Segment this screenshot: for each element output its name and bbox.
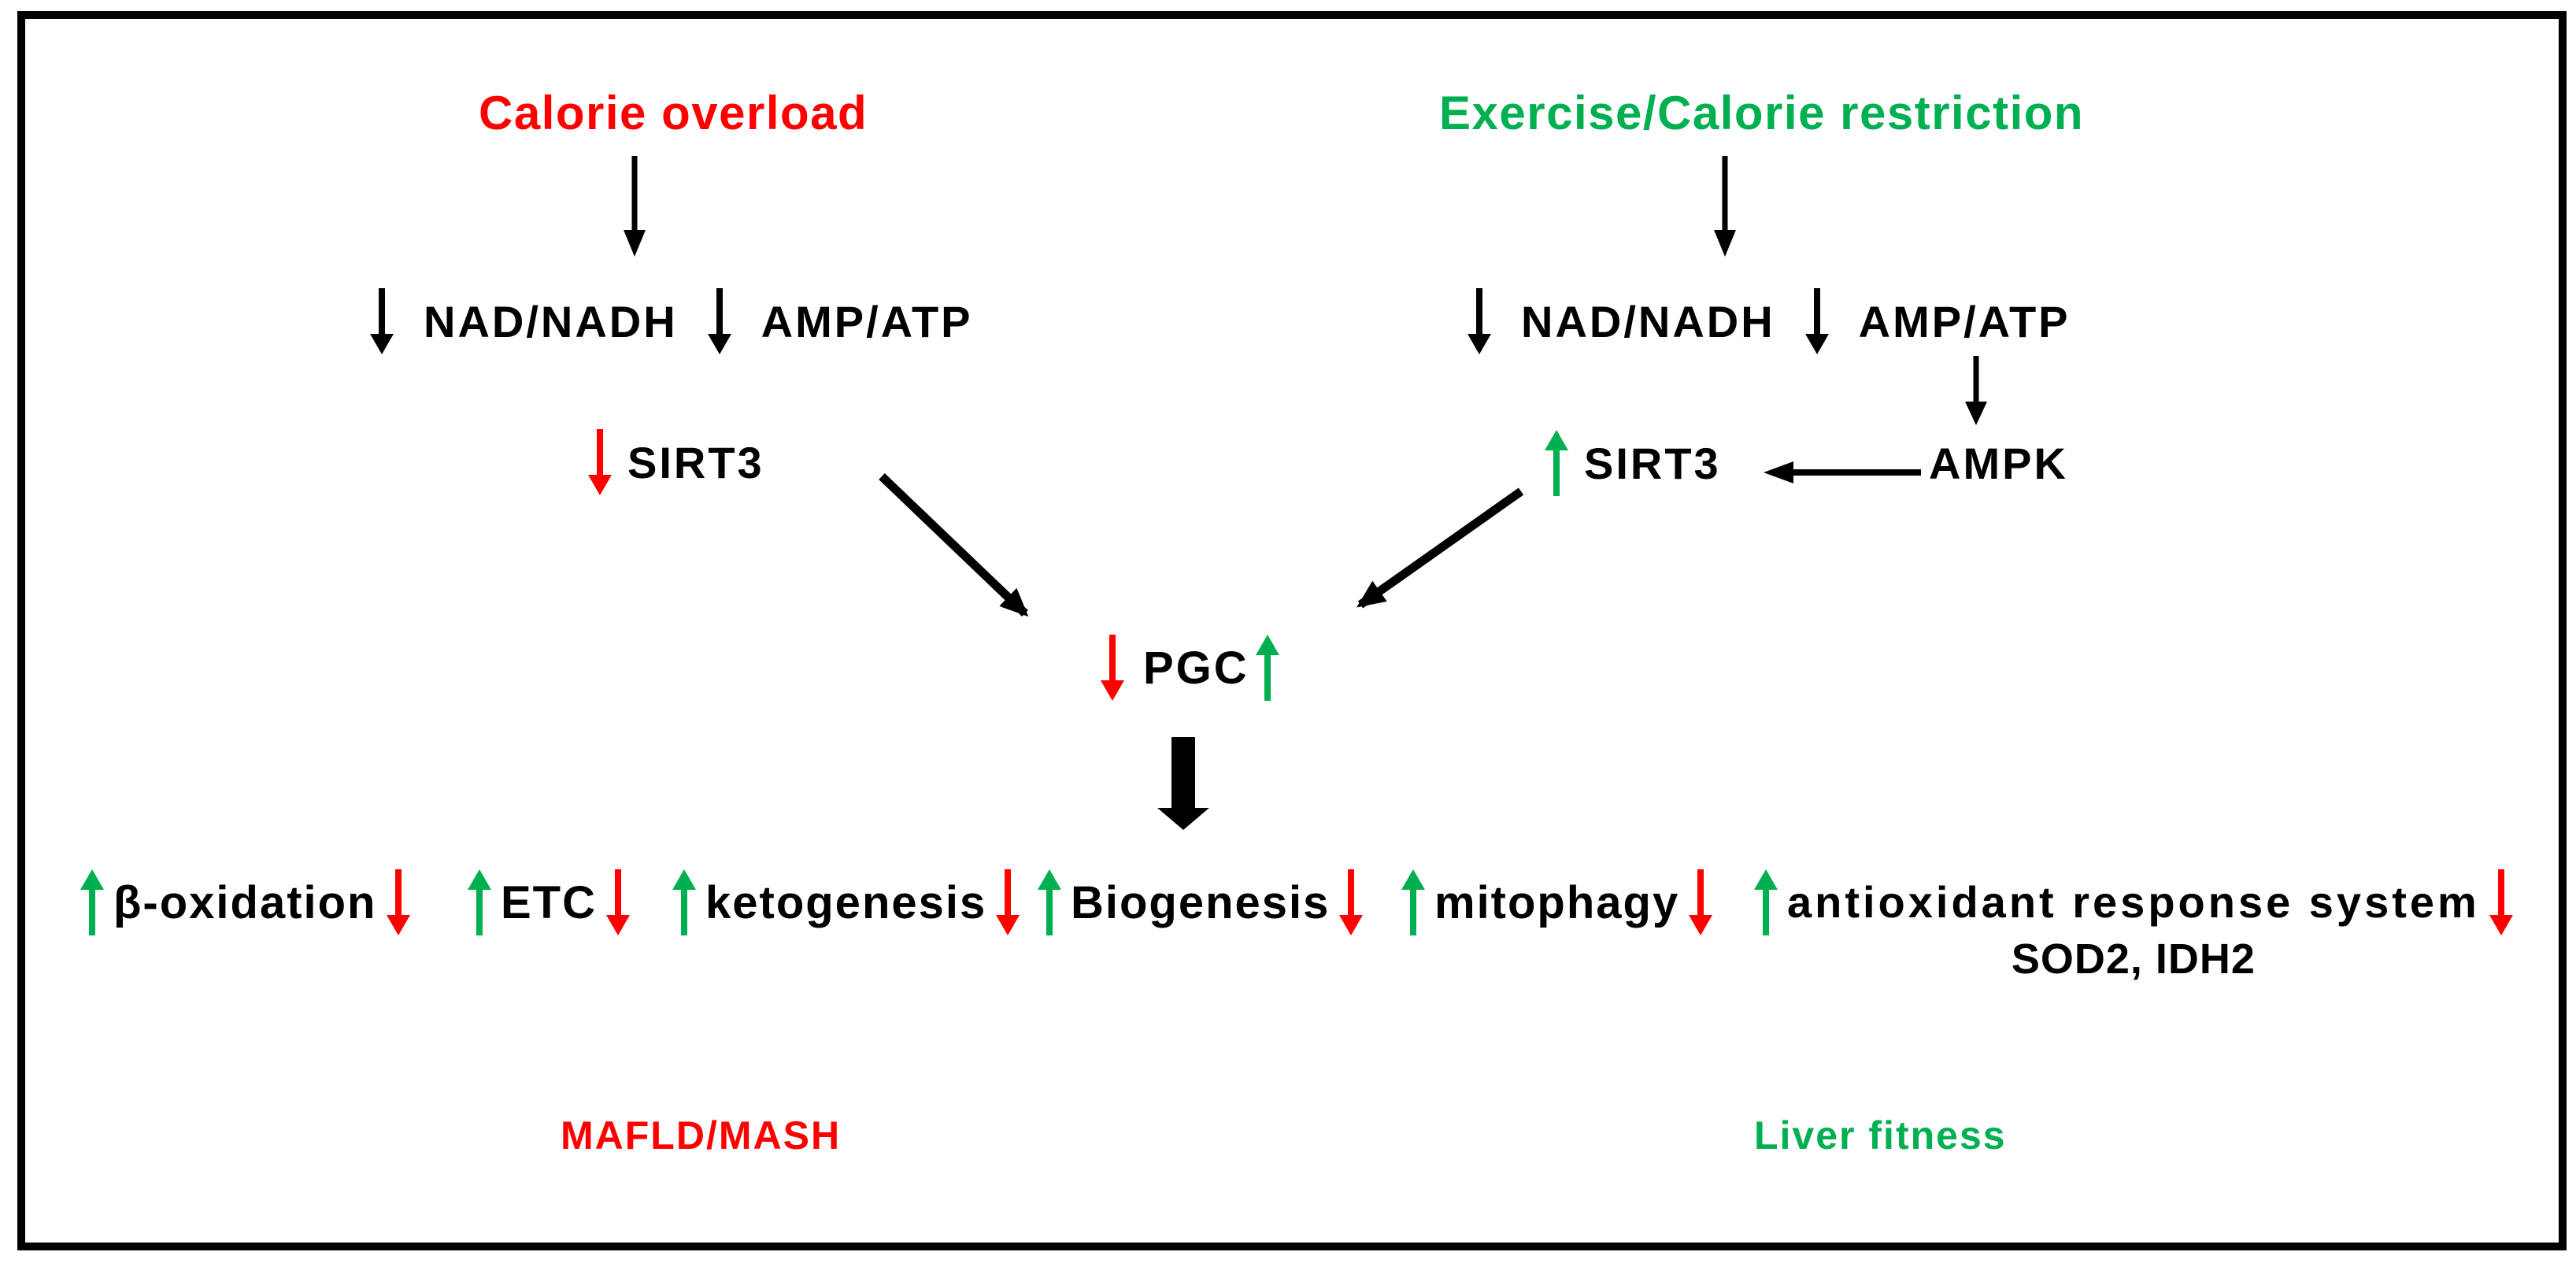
output-sublabel: SOD2, IDH2 [2011, 935, 2256, 983]
up-arrow-icon [1255, 635, 1279, 701]
down-arrow-icon [606, 869, 630, 935]
nad-ratio-label: NAD/NADH [424, 296, 678, 346]
block-down-arrow-icon [1157, 737, 1209, 830]
down-arrow-icon [588, 429, 612, 495]
up-arrow-icon [1545, 430, 1568, 496]
down-arrow-icon [1804, 288, 1829, 354]
antioxidant-label-group: antioxidant response system SOD2, IDH2 [1787, 869, 2480, 983]
up-arrow-icon [468, 869, 491, 935]
ampk-node: AMPK [1929, 439, 2068, 488]
left-header: Calorie overload [479, 87, 868, 139]
up-arrow-icon [672, 869, 696, 935]
output-label: ketogenesis [705, 876, 987, 928]
sirt3-label: SIRT3 [627, 437, 764, 487]
down-arrow-icon [1101, 635, 1124, 701]
output-label: β-oxidation [113, 876, 377, 928]
output-etc: ETC [466, 869, 631, 935]
right-outcome-label: Liver fitness [1754, 1113, 2007, 1157]
right-header: Exercise/Calorie restriction [1439, 87, 2085, 139]
output-beta-oxidation: β-oxidation [79, 869, 412, 935]
down-arrow-icon [2489, 869, 2513, 935]
amp-ratio-label: AMP/ATP [761, 296, 973, 346]
output-ketogenesis: ketogenesis [671, 869, 1021, 935]
right-sirt3-node: SIRT3 [1543, 430, 1721, 496]
down-arrow-icon [1468, 288, 1491, 354]
up-arrow-icon [80, 869, 104, 935]
diagonal-arrow-icon [1356, 487, 1524, 609]
up-arrow-icon [1754, 869, 1778, 935]
output-label: ETC [501, 876, 597, 928]
amp-ratio-label: AMP/ATP [1858, 296, 2071, 346]
output-label: Biogenesis [1071, 876, 1331, 928]
diagram-border [17, 11, 2567, 1250]
down-arrow-icon [1689, 869, 1713, 935]
down-arrow-icon [1965, 356, 1987, 425]
output-mitophagy: mitophagy [1400, 869, 1714, 935]
pgc-label: PGC [1143, 642, 1249, 694]
down-arrow-icon [370, 288, 394, 354]
left-arrow-icon [1764, 461, 1921, 483]
pgc-node: PGC [1099, 635, 1281, 701]
down-arrow-icon [1714, 156, 1736, 257]
left-outcome-label: MAFLD/MASH [561, 1113, 842, 1157]
down-arrow-icon [624, 156, 646, 257]
left-sirt3-node: SIRT3 [587, 429, 764, 495]
output-biogenesis: Biogenesis [1036, 869, 1364, 935]
down-arrow-icon [996, 869, 1020, 935]
down-arrow-icon [1339, 869, 1364, 935]
diagonal-arrow-icon [879, 473, 1029, 617]
down-arrow-icon [707, 288, 731, 354]
output-label: mitophagy [1434, 876, 1680, 928]
up-arrow-icon [1038, 869, 1061, 935]
left-ratio-row: NAD/NADH AMP/ATP [368, 288, 973, 354]
output-antioxidant-system: antioxidant response system SOD2, IDH2 [1752, 869, 2515, 983]
down-arrow-icon [386, 869, 410, 935]
nad-ratio-label: NAD/NADH [1521, 296, 1775, 346]
up-arrow-icon [1401, 869, 1425, 935]
sirt3-label: SIRT3 [1584, 438, 1721, 488]
output-label: antioxidant response system [1787, 877, 2480, 927]
right-ratio-row: NAD/NADH AMP/ATP [1466, 288, 2071, 354]
